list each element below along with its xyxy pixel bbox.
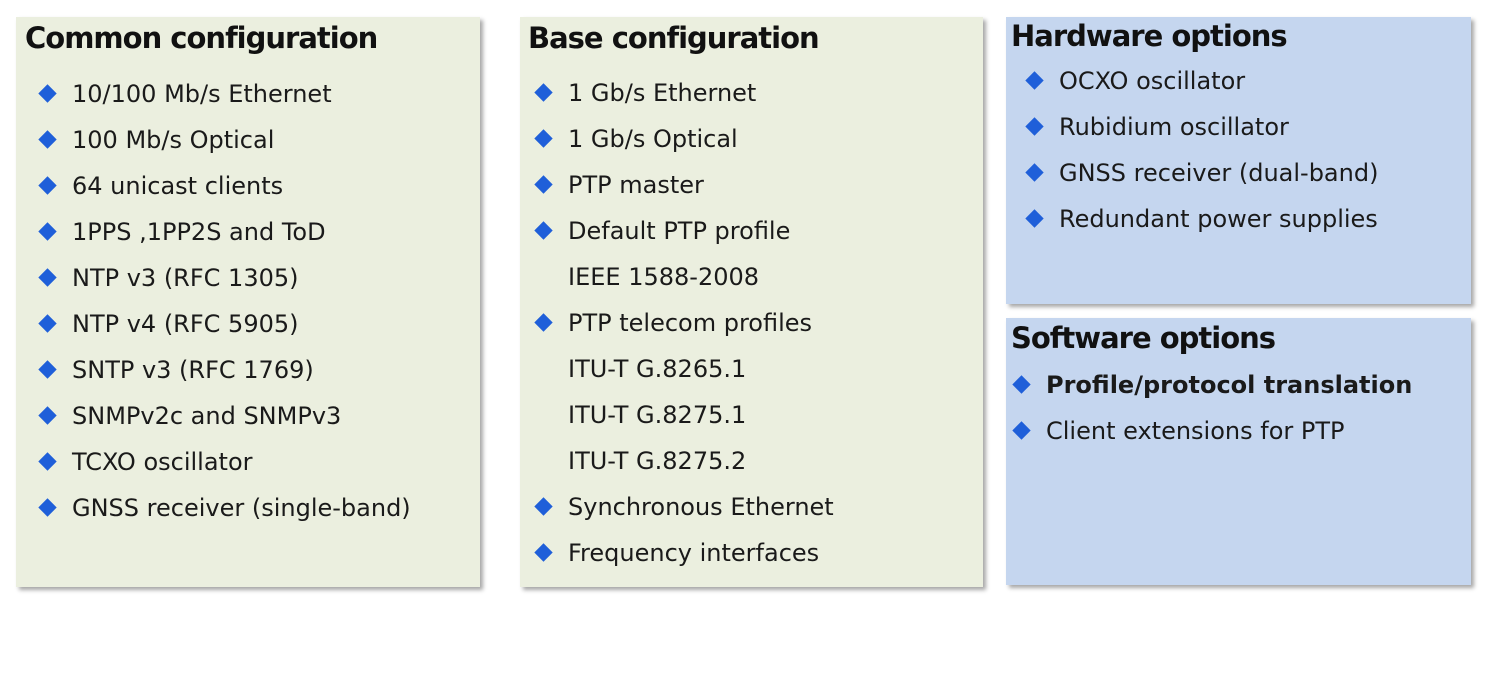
feature-list: Profile/protocol translation Client exte… [1012,368,1412,460]
feature-list: OCXO oscillator Rubidium oscillator GNSS… [1025,64,1378,248]
list-item: PTP master [534,168,834,214]
diamond-bullet-icon [1025,71,1044,90]
list-item: 64 unicast clients [38,169,411,215]
list-item-label: Redundant power supplies [1059,205,1378,233]
diamond-bullet-icon [38,498,57,517]
panel-title: Software options [1011,321,1276,355]
list-item: 1 Gb/s Ethernet [534,76,834,122]
diamond-bullet-icon [38,130,57,149]
list-item-label: SNMPv2c and SNMPv3 [72,402,342,430]
list-item-label: 1PPS ,1PP2S and ToD [72,218,326,246]
list-item: GNSS receiver (single-band) [38,491,411,537]
hardware-options-panel: Hardware options OCXO oscillator Rubidiu… [1006,17,1471,304]
software-options-panel: Software options Profile/protocol transl… [1006,318,1471,585]
diamond-bullet-icon [534,83,553,102]
list-item: Rubidium oscillator [1025,110,1378,156]
common-configuration-panel: Common configuration 10/100 Mb/s Etherne… [16,17,480,587]
panel-title: Common configuration [25,21,378,55]
feature-list: 10/100 Mb/s Ethernet 100 Mb/s Optical 64… [38,77,411,537]
diamond-bullet-icon [1025,209,1044,228]
list-sub-item: ITU-T G.8275.1 [534,398,834,444]
list-item-label: Profile/protocol translation [1046,371,1413,399]
list-item-label: Rubidium oscillator [1059,113,1289,141]
list-item-label: SNTP v3 (RFC 1769) [72,356,314,384]
list-item: NTP v4 (RFC 5905) [38,307,411,353]
diamond-bullet-icon [38,406,57,425]
list-item-label: GNSS receiver (single-band) [72,494,411,522]
list-item: GNSS receiver (dual-band) [1025,156,1378,202]
diamond-bullet-icon [38,176,57,195]
diamond-bullet-icon [534,129,553,148]
panel-title: Hardware options [1011,19,1288,53]
diamond-bullet-icon [38,268,57,287]
list-item-label: 10/100 Mb/s Ethernet [72,80,332,108]
diamond-bullet-icon [534,543,553,562]
list-sub-item: ITU-T G.8275.2 [534,444,834,490]
list-item-label: ITU-T G.8265.1 [568,355,747,383]
list-item-label: 1 Gb/s Ethernet [568,79,757,107]
list-item-label: 100 Mb/s Optical [72,126,275,154]
feature-list: 1 Gb/s Ethernet 1 Gb/s Optical PTP maste… [534,76,834,582]
list-item-label: IEEE 1588-2008 [568,263,760,291]
list-item: Redundant power supplies [1025,202,1378,248]
list-item-label: Client extensions for PTP [1046,417,1345,445]
diamond-bullet-icon [38,222,57,241]
list-sub-item: ITU-T G.8265.1 [534,352,834,398]
list-item: 1PPS ,1PP2S and ToD [38,215,411,261]
base-configuration-panel: Base configuration 1 Gb/s Ethernet 1 Gb/… [520,17,983,587]
list-item-label: Frequency interfaces [568,539,820,567]
list-item-label: GNSS receiver (dual-band) [1059,159,1379,187]
list-item: 10/100 Mb/s Ethernet [38,77,411,123]
list-item: 1 Gb/s Optical [534,122,834,168]
diamond-bullet-icon [38,84,57,103]
list-item-label: OCXO oscillator [1059,67,1246,95]
list-item: TCXO oscillator [38,445,411,491]
diamond-bullet-icon [1012,421,1031,440]
list-item-label: ITU-T G.8275.1 [568,401,747,429]
list-item: Synchronous Ethernet [534,490,834,536]
diamond-bullet-icon [1025,163,1044,182]
list-item-label: TCXO oscillator [72,448,253,476]
list-item-label: Default PTP profile [568,217,791,245]
list-item: Profile/protocol translation [1012,368,1412,414]
list-item-label: NTP v4 (RFC 5905) [72,310,299,338]
diamond-bullet-icon [534,221,553,240]
diamond-bullet-icon [534,175,553,194]
diamond-bullet-icon [1025,117,1044,136]
list-item-label: PTP master [568,171,704,199]
list-item-label: 64 unicast clients [72,172,284,200]
list-item: PTP telecom profiles [534,306,834,352]
list-item-label: Synchronous Ethernet [568,493,834,521]
diamond-bullet-icon [534,497,553,516]
diamond-bullet-icon [38,360,57,379]
list-item: SNTP v3 (RFC 1769) [38,353,411,399]
diamond-bullet-icon [38,452,57,471]
list-item: SNMPv2c and SNMPv3 [38,399,411,445]
list-item-label: PTP telecom profiles [568,309,813,337]
list-item-label: 1 Gb/s Optical [568,125,738,153]
list-item: Default PTP profile [534,214,834,260]
list-item-label: ITU-T G.8275.2 [568,447,747,475]
list-item: NTP v3 (RFC 1305) [38,261,411,307]
diamond-bullet-icon [1012,375,1031,394]
list-item-label: NTP v3 (RFC 1305) [72,264,299,292]
diamond-bullet-icon [534,313,553,332]
list-item: Client extensions for PTP [1012,414,1412,460]
diamond-bullet-icon [38,314,57,333]
list-sub-item: IEEE 1588-2008 [534,260,834,306]
panel-title: Base configuration [528,21,820,55]
list-item: 100 Mb/s Optical [38,123,411,169]
list-item: Frequency interfaces [534,536,834,582]
list-item: OCXO oscillator [1025,64,1378,110]
